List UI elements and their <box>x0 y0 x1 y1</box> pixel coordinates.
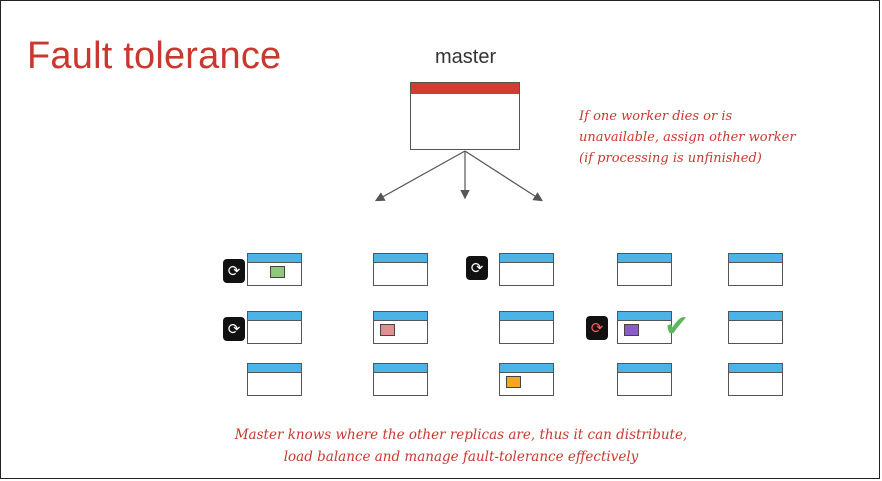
footer-line: load balance and manage fault-tolerance … <box>283 449 639 465</box>
fault-tolerance-note: If one worker dies or is unavailable, as… <box>579 106 819 169</box>
worker-titlebar <box>729 364 782 373</box>
worker-window <box>247 363 302 396</box>
refresh-failed-icon: ⟳ <box>586 316 608 340</box>
worker-window <box>247 311 302 344</box>
worker-titlebar <box>618 254 671 263</box>
data-chunk-orange <box>506 376 521 388</box>
worker-window <box>499 311 554 344</box>
worker-titlebar <box>729 312 782 321</box>
data-chunk-green <box>270 266 285 278</box>
worker-titlebar <box>248 364 301 373</box>
master-label: master <box>435 46 497 68</box>
footer-line: Master knows where the other replicas ar… <box>234 427 688 443</box>
refresh-icon: ⟳ <box>223 259 245 283</box>
note-line: unavailable, assign other worker <box>579 130 796 145</box>
refresh-icon: ⟳ <box>466 256 488 280</box>
master-window-titlebar <box>411 83 519 94</box>
worker-window <box>499 363 554 396</box>
worker-titlebar <box>729 254 782 263</box>
data-chunk-pink <box>380 324 395 336</box>
data-chunk-purple <box>624 324 639 336</box>
note-line: (if processing is unfinished) <box>579 151 762 166</box>
worker-window <box>617 363 672 396</box>
worker-titlebar <box>374 364 427 373</box>
worker-titlebar <box>248 254 301 263</box>
slide-title: Fault tolerance <box>27 35 282 77</box>
worker-titlebar <box>618 312 671 321</box>
refresh-icon: ⟳ <box>223 317 245 341</box>
worker-window <box>728 311 783 344</box>
worker-window <box>373 363 428 396</box>
worker-window <box>373 311 428 344</box>
worker-window <box>617 311 672 344</box>
worker-titlebar <box>500 364 553 373</box>
worker-window <box>728 363 783 396</box>
master-window <box>410 82 520 150</box>
worker-titlebar <box>248 312 301 321</box>
worker-titlebar <box>500 254 553 263</box>
note-line: If one worker dies or is <box>579 109 733 124</box>
worker-window <box>617 253 672 286</box>
worker-titlebar <box>618 364 671 373</box>
worker-window <box>728 253 783 286</box>
footer-note: Master knows where the other replicas ar… <box>201 424 721 468</box>
worker-window <box>499 253 554 286</box>
worker-titlebar <box>374 312 427 321</box>
worker-window <box>373 253 428 286</box>
checkmark-icon: ✔ <box>664 309 690 344</box>
worker-titlebar <box>374 254 427 263</box>
worker-titlebar <box>500 312 553 321</box>
worker-window <box>247 253 302 286</box>
